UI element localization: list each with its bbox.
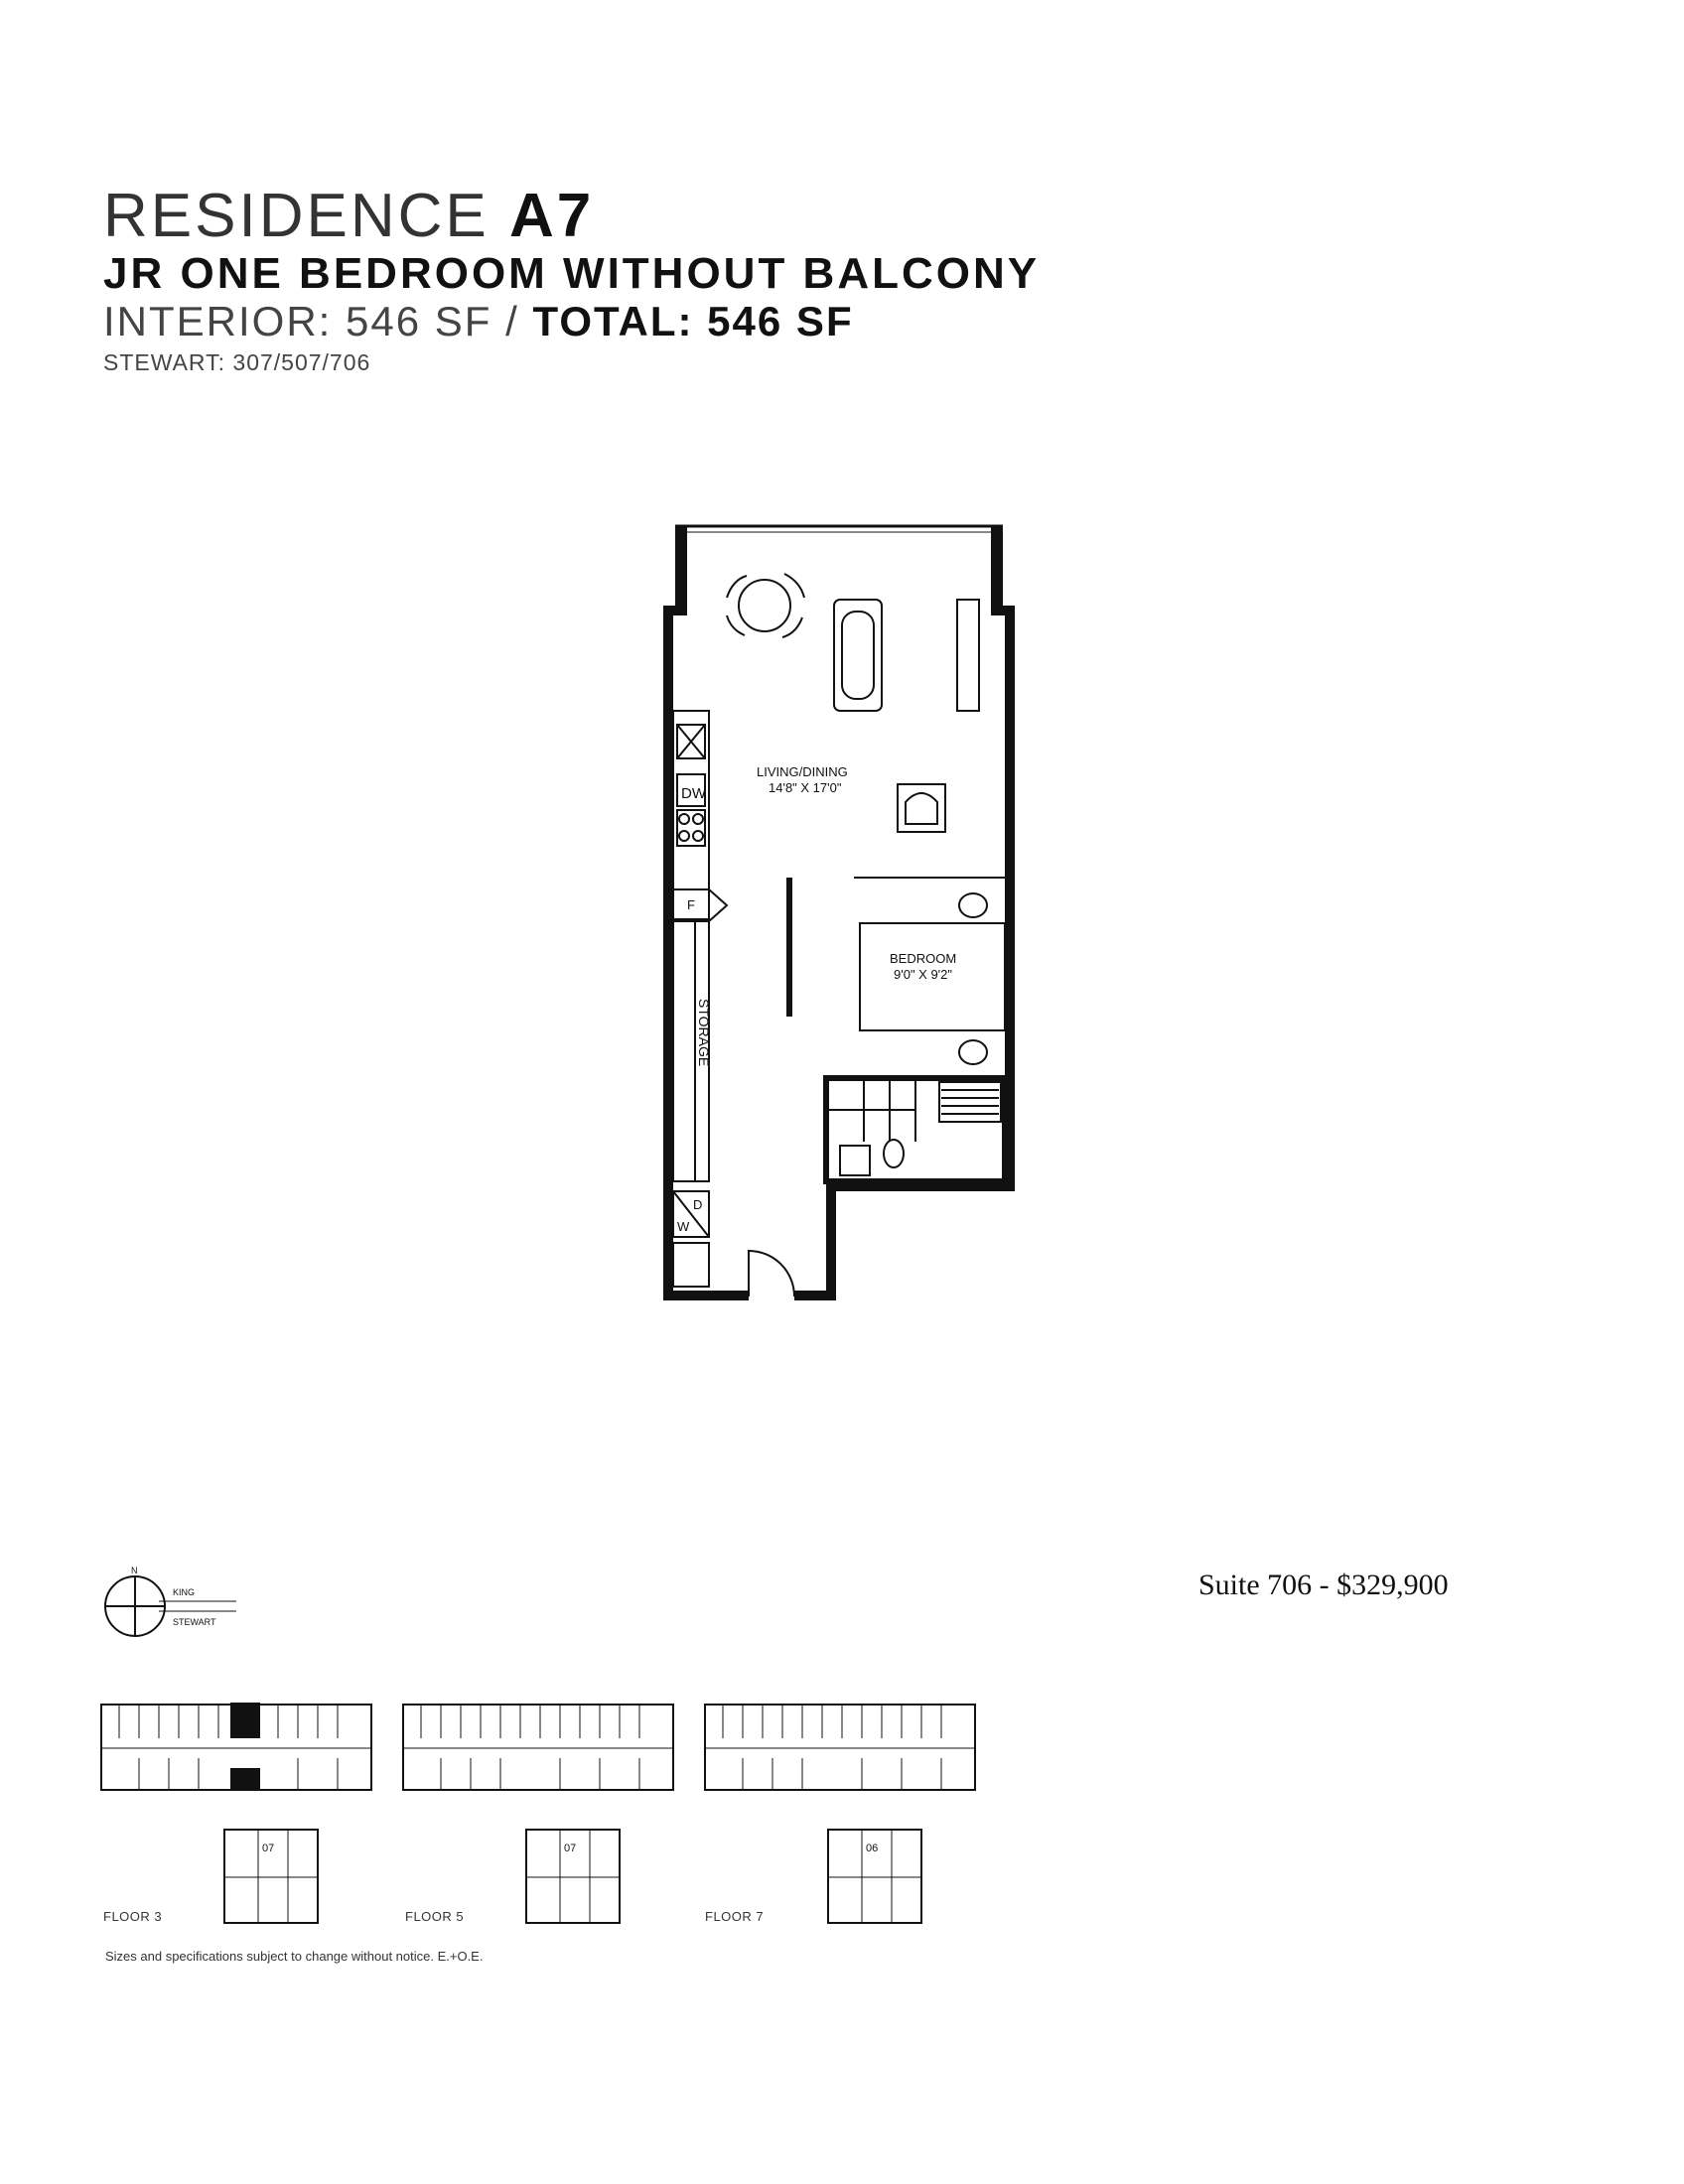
unit-type: JR ONE BEDROOM WITHOUT BALCONY xyxy=(103,249,1041,298)
residence-title: RESIDENCE A7 xyxy=(103,185,1040,248)
dryer-label: D xyxy=(693,1197,702,1212)
keyplan-unit-5: 07 xyxy=(564,1843,576,1854)
fridge-label: F xyxy=(687,897,695,912)
keyplan-label-3: FLOOR 3 xyxy=(103,1909,163,1924)
storage-closet xyxy=(672,888,729,1182)
exterior-walls xyxy=(663,526,1015,1300)
sofa xyxy=(833,599,883,712)
bedroom-dims: 9'0" X 9'2" xyxy=(894,967,952,982)
street-king: KING xyxy=(173,1587,195,1597)
area-line: INTERIOR: 546 SF / TOTAL: 546 SF xyxy=(103,298,1040,345)
keyplan-floor-7: 06 xyxy=(704,1704,976,1924)
keyplan-label-5: FLOOR 5 xyxy=(405,1909,465,1924)
dining-table xyxy=(726,573,805,638)
suite-numbers: STEWART: 307/507/706 xyxy=(103,349,371,375)
price-note: Suite 706 - $329,900 xyxy=(1198,1569,1449,1601)
street-stewart: STEWART xyxy=(173,1617,216,1627)
entry-door xyxy=(748,1249,795,1297)
highlight-unit-top xyxy=(230,1703,260,1738)
dw-label: DW xyxy=(681,785,707,802)
residence-code: A7 xyxy=(508,182,595,250)
media-console xyxy=(956,599,980,712)
bedroom-label: BEDROOM xyxy=(890,951,956,966)
residence-word: RESIDENCE xyxy=(103,182,490,250)
interior-area: INTERIOR: 546 SF / xyxy=(103,298,519,344)
keyplan-unit-3: 07 xyxy=(262,1843,274,1854)
north-label: N xyxy=(131,1566,138,1575)
total-area: TOTAL: 546 SF xyxy=(532,298,854,344)
bed xyxy=(854,877,1006,1065)
window xyxy=(675,524,1003,533)
highlight-unit-bottom xyxy=(230,1768,260,1790)
living-dims: 14'8" X 17'0" xyxy=(769,780,842,795)
bedroom-partition xyxy=(786,878,792,1017)
living-label: LIVING/DINING xyxy=(757,764,848,779)
disclaimer: Sizes and specifications subject to chan… xyxy=(105,1949,484,1964)
bathroom xyxy=(823,1075,1008,1184)
keyplan-floor-5: 07 xyxy=(402,1704,674,1924)
keyplan-unit-7: 06 xyxy=(866,1843,878,1854)
washer-label: W xyxy=(677,1219,690,1234)
unit-header: RESIDENCE A7 JR ONE BEDROOM WITHOUT BALC… xyxy=(103,185,1040,376)
compass-rose: N KING STEWART xyxy=(104,1566,236,1637)
keyplan-floor-3: 07 xyxy=(100,1703,372,1924)
armchair xyxy=(897,783,946,833)
storage-label: STORAGE xyxy=(696,999,712,1066)
keyplan-label-7: FLOOR 7 xyxy=(705,1909,765,1924)
floor-plan: DW LIVING/DINING 14'8" X 17'0" F STORAGE… xyxy=(663,524,1015,1300)
washer-dryer xyxy=(672,1190,710,1288)
